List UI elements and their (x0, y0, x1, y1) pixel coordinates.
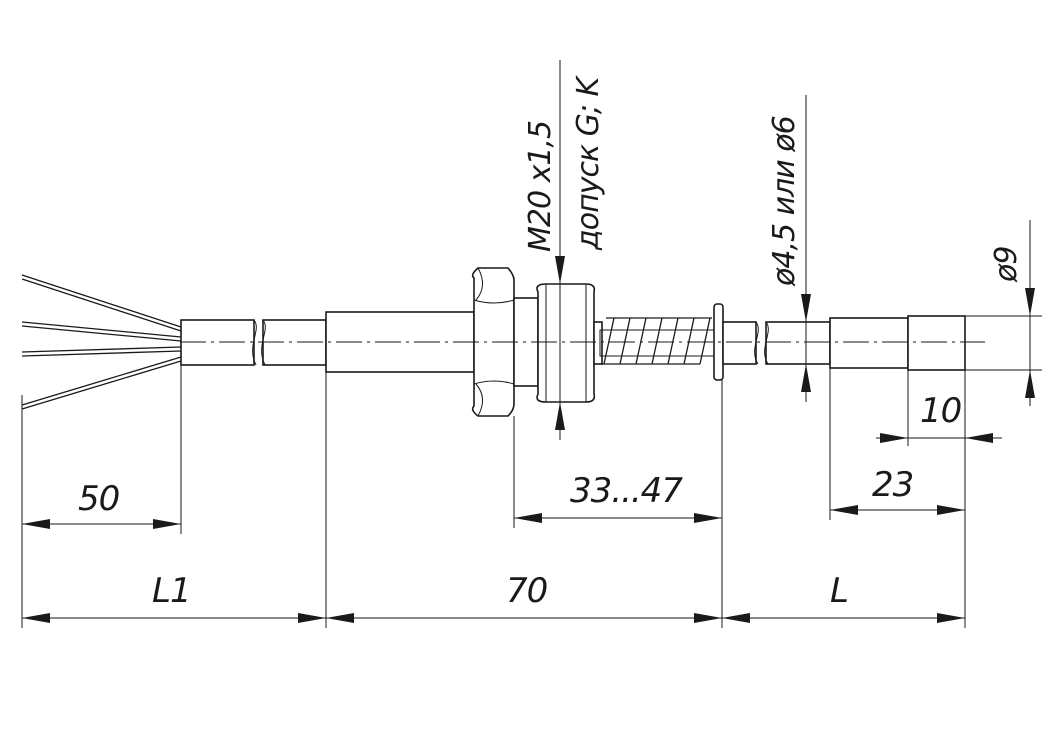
probe-sheath (722, 317, 909, 369)
dim-l1: L1 (152, 571, 191, 611)
note-tolerance: допуск G; K (571, 74, 606, 251)
cable (180, 319, 327, 366)
spring (599, 317, 717, 365)
dim-50: 50 (78, 479, 119, 519)
lead-wires (21, 274, 182, 410)
dim-23: 23 (872, 465, 913, 505)
note-thread: M20 x1,5 (523, 121, 558, 252)
threaded-fitting (513, 283, 603, 403)
tip (907, 315, 966, 371)
dim-33-47: 33...47 (570, 471, 683, 511)
extension-lines (21, 60, 1042, 628)
arrowheads (22, 256, 1035, 623)
note-probe-diameter: ø4,5 или ø6 (767, 116, 802, 287)
note-tip-diameter: ø9 (989, 247, 1024, 283)
dim-70: 70 (506, 571, 547, 611)
dim-l: L (830, 571, 848, 611)
dim-10: 10 (920, 391, 961, 431)
